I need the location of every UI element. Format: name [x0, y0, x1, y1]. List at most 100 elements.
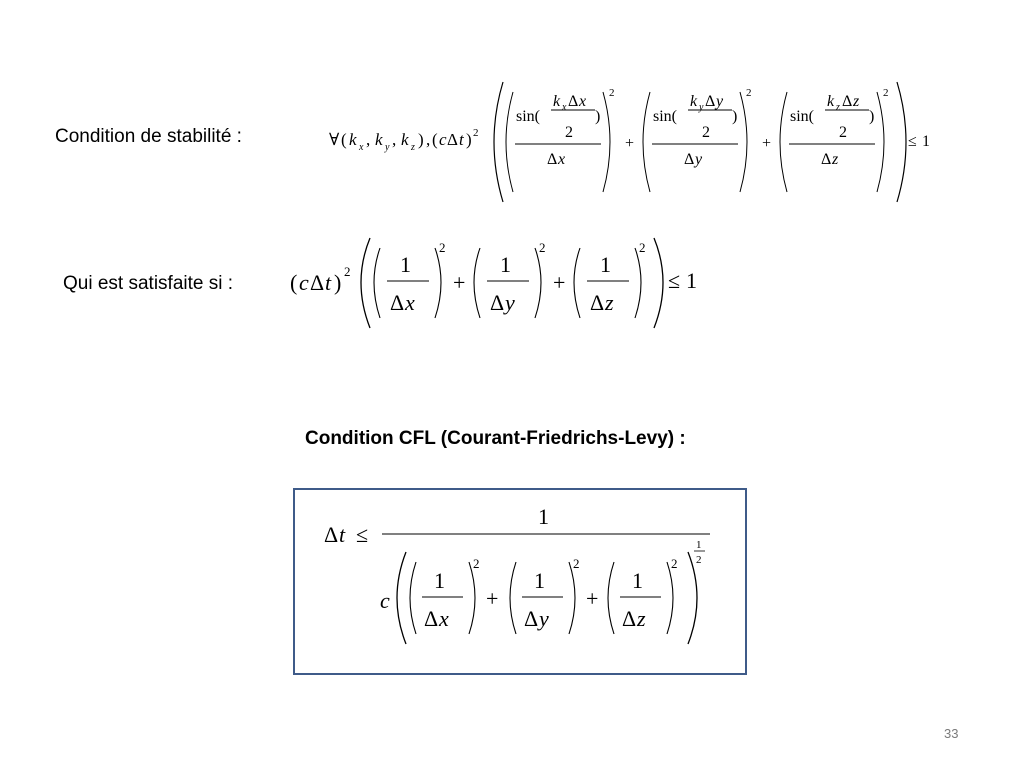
stability-equation: ∀ ( k x , k y , k z ) , ( c Δ t ) 2 2 si…: [325, 78, 945, 208]
sufficient-condition-equation: ( c Δ t ) 2 2 1 Δ x + 2 1 Δ y + 2 1 Δ z …: [288, 232, 718, 336]
cfl-y-one: 1: [534, 568, 545, 593]
term-z-sin-close: ): [869, 108, 874, 125]
term-y-left-paren: [642, 91, 651, 193]
eq2-plus-2: +: [553, 270, 565, 295]
eq2-z-one: 1: [600, 252, 611, 277]
eq2-delta: Δ: [310, 270, 324, 295]
cfl-heading: Condition CFL (Courant-Friedrichs-Levy) …: [305, 428, 686, 449]
eq2-plus-1: +: [453, 270, 465, 295]
cfl-z-delta: Δ: [622, 606, 636, 631]
cfl-numerator-one: 1: [538, 504, 549, 529]
close-paren-1: ): [418, 130, 424, 149]
term-z-sin: sin(: [790, 108, 814, 125]
term-z-exponent: 2: [883, 87, 889, 99]
stability-equation-svg: ∀ ( k x , k y , k z ) , ( c Δ t ) 2 2 si…: [329, 81, 930, 203]
cfl-equation-svg: Δ t ≤ 1 c 1 2 2 1 Δ x + 2 1 Δ y + 2 1: [324, 504, 710, 645]
satisfied-label: Qui est satisfaite si :: [63, 273, 234, 294]
term-x-x: x: [578, 93, 586, 110]
cfl-z-one: 1: [632, 568, 643, 593]
cfl-x-x: x: [438, 606, 449, 631]
cfl-equation: Δ t ≤ 1 c 1 2 2 1 Δ x + 2 1 Δ y + 2 1: [322, 500, 722, 660]
term-z-k: k: [827, 93, 835, 110]
cfl-formula-box: [293, 488, 747, 675]
term-y: 2 sin( k y Δ y ) 2 Δ y: [642, 87, 752, 193]
eq2-x-one: 1: [400, 252, 411, 277]
cfl-outer-right-paren: [687, 551, 698, 645]
open-paren-1: (: [341, 130, 347, 149]
eq2-y-delta: Δ: [490, 290, 504, 315]
cfl-x-one: 1: [434, 568, 445, 593]
cfl-y-delta: Δ: [524, 606, 538, 631]
eq2-z-left-paren: [573, 247, 581, 319]
close-paren-2: ): [466, 130, 472, 149]
page-number: 33: [944, 726, 959, 741]
term-x-two: 2: [565, 124, 573, 141]
le-symbol-1: ≤: [908, 133, 917, 150]
term-x-k: k: [553, 93, 561, 110]
k-y: k: [375, 130, 383, 149]
cfl-delta: Δ: [324, 522, 338, 547]
cfl-y-y: y: [537, 606, 549, 631]
term-y-den-y: y: [693, 151, 703, 168]
term-x: 2 sin( k x Δ x ) 2 Δ x: [505, 87, 615, 193]
stability-condition-label: Condition de stabilité :: [55, 126, 242, 147]
term-z-two: 2: [839, 124, 847, 141]
term-z-z: z: [852, 93, 860, 110]
term-x-den-delta: Δ: [547, 151, 557, 168]
t-symbol: t: [459, 130, 465, 149]
term-y-delta: Δ: [705, 93, 715, 110]
term-y-y: y: [714, 93, 724, 110]
cfl-z-exponent: 2: [671, 556, 678, 571]
eq2-z-z: z: [604, 290, 614, 315]
comma-1: ,: [366, 130, 370, 149]
eq2-open-paren: (: [290, 270, 297, 295]
term-y-exponent: 2: [746, 87, 752, 99]
eq2-t: t: [325, 270, 332, 295]
plus-2: +: [762, 135, 771, 152]
plus-1: +: [625, 135, 634, 152]
sufficient-condition-svg: ( c Δ t ) 2 2 1 Δ x + 2 1 Δ y + 2 1 Δ z …: [290, 237, 697, 329]
eq2-z-delta: Δ: [590, 290, 604, 315]
term-x-sin: sin(: [516, 108, 540, 125]
cfl-plus-2: +: [586, 586, 598, 611]
comma-3: ,: [426, 130, 430, 149]
cfl-x-right-paren: [468, 561, 476, 635]
term-y-right-paren: [739, 91, 748, 193]
k-y-subscript: y: [384, 142, 390, 153]
term-y-two: 2: [702, 124, 710, 141]
eq2-y-exponent: 2: [539, 240, 546, 255]
eq2-x-left-paren: [373, 247, 381, 319]
term-z-left-paren: [779, 91, 788, 193]
k-x: k: [349, 130, 357, 149]
forall-symbol: ∀: [329, 130, 340, 149]
cfl-exp-two: 2: [696, 554, 702, 566]
eq2-x-exponent: 2: [439, 240, 446, 255]
cfl-x-left-paren: [409, 561, 417, 635]
delta-t-delta: Δ: [447, 130, 458, 149]
term-x-k-sub: x: [561, 102, 567, 113]
eq2-c: c: [299, 270, 309, 295]
cfl-y-left-paren: [509, 561, 517, 635]
term-x-right-paren: [602, 91, 611, 193]
outer-right-paren: [896, 81, 907, 203]
term-z-right-paren: [876, 91, 885, 193]
eq2-z-right-paren: [634, 247, 642, 319]
eq2-z-exponent: 2: [639, 240, 646, 255]
cfl-z-left-paren: [607, 561, 615, 635]
term-z-den-delta: Δ: [821, 151, 831, 168]
term-x-delta: Δ: [568, 93, 578, 110]
cfl-z-z: z: [636, 606, 646, 631]
eq2-x-right-paren: [434, 247, 442, 319]
comma-2: ,: [392, 130, 396, 149]
eq2-x-x: x: [404, 290, 415, 315]
eq2-x-delta: Δ: [390, 290, 404, 315]
eq2-y-left-paren: [473, 247, 481, 319]
term-y-sin-close: ): [732, 108, 737, 125]
eq2-one: 1: [686, 268, 697, 293]
term-z-den-z: z: [831, 151, 839, 168]
term-x-left-paren: [505, 91, 514, 193]
eq2-outer-left-paren: [360, 237, 371, 329]
term-z-k-sub: z: [835, 102, 840, 113]
cfl-le: ≤: [356, 522, 368, 547]
c-symbol: c: [439, 130, 447, 149]
